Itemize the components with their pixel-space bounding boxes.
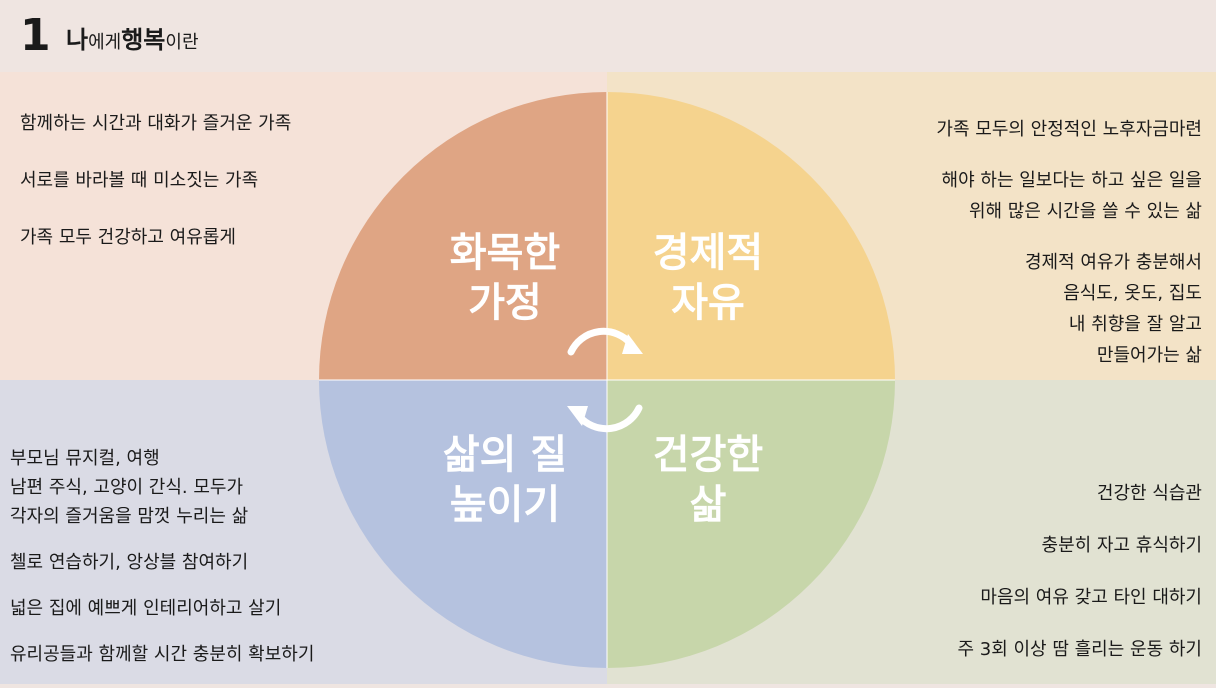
- circle-segment-economic: [607, 92, 895, 380]
- family-goals-list: 함께하는 시간과 대화가 즐거운 가족 서로를 바라볼 때 미소짓는 가족 가족…: [20, 112, 291, 283]
- list-item: 가족 모두의 안정적인 노후자금마련: [936, 114, 1202, 145]
- circle-label-health: 건강한 삶: [608, 430, 808, 530]
- list-item: 넓은 집에 예쁘게 인테리어하고 살기: [10, 594, 314, 623]
- list-item: 해야 하는 일보다는 하고 싶은 일을 위해 많은 시간을 쓸 수 있는 삶: [936, 165, 1202, 227]
- list-item-line: 부모님 뮤지컬, 여행: [10, 448, 160, 469]
- list-item-line: 해야 하는 일보다는 하고 싶은 일을: [941, 170, 1202, 191]
- list-item-line: 경제적 여유가 충분해서: [1024, 252, 1202, 273]
- list-item: 건강한 식습관: [1096, 483, 1202, 504]
- list-item-line: 유리공들과 함께할 시간 충분히 확보하기: [10, 644, 315, 665]
- cycle-arrow-icon: [567, 327, 643, 433]
- list-item-line: 만들어가는 삶: [1096, 345, 1202, 366]
- circle-label-family-line-1: 화목한: [449, 230, 561, 276]
- quality-of-life-goals-list: 부모님 뮤지컬, 여행 남편 주식, 고양이 간식. 모두가 각자의 즐거움을 …: [10, 444, 314, 686]
- circle-label-quality-line-2: 높이기: [449, 482, 561, 528]
- health-goals-list: 건강한 식습관 충분히 자고 휴식하기 마음의 여유 갖고 타인 대하기 주 3…: [957, 480, 1202, 688]
- circle-label-economic-line-2: 자유: [671, 280, 745, 326]
- list-item-line: 음식도, 옷도, 집도: [1063, 283, 1202, 304]
- circle-label-quality-line-1: 삶의 질: [442, 432, 568, 478]
- circle-label-economic: 경제적 자유: [608, 228, 808, 328]
- list-item-line: 각자의 즐거움을 맘껏 누리는 삶: [10, 506, 249, 527]
- list-item-line: 가족 모두의 안정적인 노후자금마련: [936, 119, 1202, 140]
- circle-segment-quality: [319, 380, 607, 668]
- list-item-line: 위해 많은 시간을 쓸 수 있는 삶: [968, 201, 1202, 222]
- list-item: 유리공들과 함께할 시간 충분히 확보하기: [10, 640, 314, 669]
- list-item: 경제적 여유가 충분해서 음식도, 옷도, 집도 내 취향을 잘 알고 만들어가…: [936, 247, 1202, 371]
- circle-label-family-line-2: 가정: [468, 280, 542, 326]
- list-item: 주 3회 이상 땀 흘리는 운동 하기: [957, 639, 1202, 660]
- list-item-line: 내 취향을 잘 알고: [1068, 314, 1202, 335]
- list-item: 충분히 자고 휴식하기: [1041, 535, 1202, 556]
- slide-title: 나 에게 행복 이란: [66, 28, 199, 52]
- title-part-2: 에게: [88, 32, 122, 53]
- circle-label-health-line-2: 삶: [689, 482, 727, 528]
- slide-number: 1: [20, 10, 51, 61]
- list-item-line: 넓은 집에 예쁘게 인테리어하고 살기: [10, 598, 282, 619]
- title-part-1: 나: [66, 26, 89, 54]
- list-item-line: 첼로 연습하기, 앙상블 참여하기: [10, 552, 249, 573]
- list-item: 가족 모두 건강하고 여유롭게: [20, 227, 236, 248]
- circle-segment-family: [319, 92, 607, 380]
- list-item: 부모님 뮤지컬, 여행 남편 주식, 고양이 간식. 모두가 각자의 즐거움을 …: [10, 444, 314, 531]
- economic-goals-list: 가족 모두의 안정적인 노후자금마련 해야 하는 일보다는 하고 싶은 일을 위…: [936, 114, 1202, 391]
- title-part-4: 이란: [165, 32, 199, 53]
- circle-label-economic-line-1: 경제적: [652, 230, 764, 276]
- list-item-line: 남편 주식, 고양이 간식. 모두가: [10, 477, 244, 498]
- header: 1 나 에게 행복 이란: [0, 0, 1216, 72]
- list-item: 서로를 바라볼 때 미소짓는 가족: [20, 170, 259, 191]
- list-item: 마음의 여유 갖고 타인 대하기: [980, 587, 1202, 608]
- circle-segment-health: [607, 380, 895, 668]
- circle-label-family: 화목한 가정: [405, 228, 605, 328]
- title-part-3: 행복: [121, 26, 166, 54]
- list-item: 함께하는 시간과 대화가 즐거운 가족: [20, 113, 292, 134]
- list-item: 첼로 연습하기, 앙상블 참여하기: [10, 548, 314, 577]
- circle-label-health-line-1: 건강한: [652, 432, 764, 478]
- circle-label-quality: 삶의 질 높이기: [405, 430, 605, 530]
